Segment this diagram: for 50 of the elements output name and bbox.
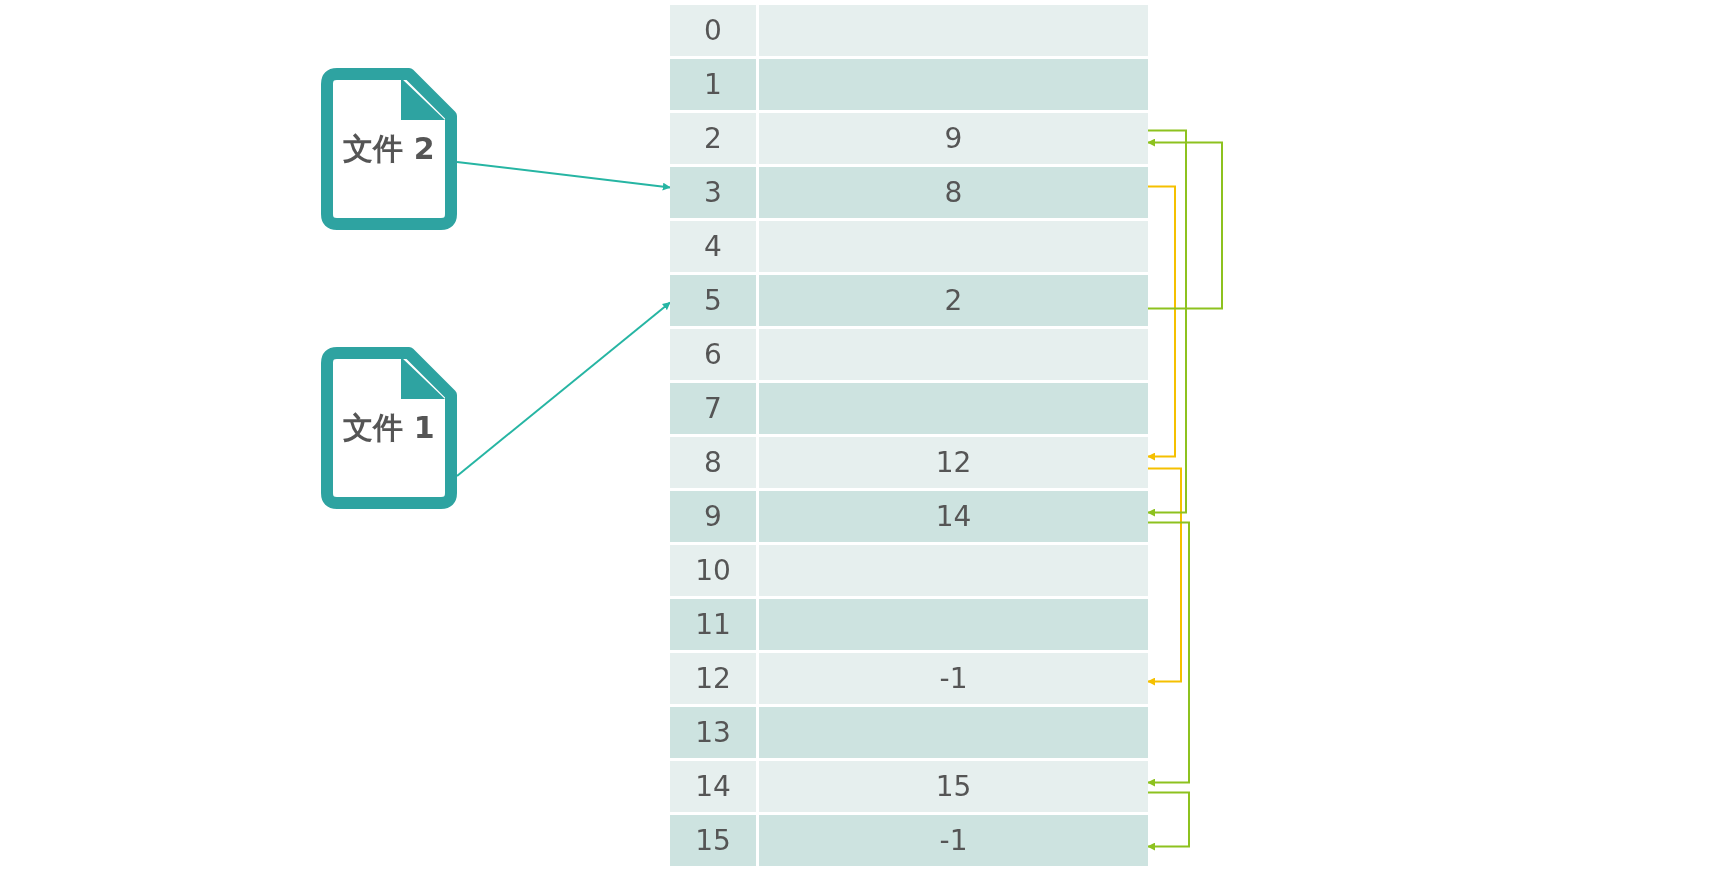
arrow <box>456 301 671 477</box>
cell-value: 9 <box>943 122 964 155</box>
table-row <box>670 545 1148 596</box>
row-index: 9 <box>670 491 759 542</box>
table-row <box>670 167 1148 218</box>
cell-value: 2 <box>943 284 964 317</box>
cell-value: -1 <box>938 662 969 695</box>
row-index: 2 <box>670 113 759 164</box>
table-row <box>670 491 1148 542</box>
arrow <box>1147 129 1187 517</box>
row-index: 14 <box>670 761 759 812</box>
row-index: 10 <box>670 545 759 596</box>
row-index: 3 <box>670 167 759 218</box>
table-row <box>670 59 1148 110</box>
table-row <box>670 707 1148 758</box>
row-index: 13 <box>670 707 759 758</box>
table-row <box>670 599 1148 650</box>
arrow <box>1147 467 1182 686</box>
row-index: 1 <box>670 59 759 110</box>
cell-value: 14 <box>934 500 973 533</box>
table-row <box>670 437 1148 488</box>
table-row <box>670 815 1148 866</box>
table-row <box>670 221 1148 272</box>
row-index: 5 <box>670 275 759 326</box>
row-index: 15 <box>670 815 759 866</box>
arrow <box>1147 521 1190 787</box>
row-index: 7 <box>670 383 759 434</box>
row-index: 4 <box>670 221 759 272</box>
cell-value: -1 <box>938 824 969 857</box>
table-row <box>670 329 1148 380</box>
table-row <box>670 275 1148 326</box>
table-row <box>670 5 1148 56</box>
table-row <box>670 383 1148 434</box>
cell-value: 8 <box>943 176 964 209</box>
row-index: 11 <box>670 599 759 650</box>
row-index: 6 <box>670 329 759 380</box>
file-label: 文件 2 <box>342 129 436 168</box>
row-index: 0 <box>670 5 759 56</box>
cell-value: 12 <box>934 446 973 479</box>
arrow <box>1147 185 1176 461</box>
table-row <box>670 113 1148 164</box>
table-row <box>670 761 1148 812</box>
cell-value: 15 <box>934 770 973 803</box>
table-row <box>670 653 1148 704</box>
arrow <box>1147 791 1190 851</box>
file-label: 文件 1 <box>342 408 436 447</box>
row-index: 12 <box>670 653 759 704</box>
arrow <box>456 161 671 191</box>
arrow <box>1147 138 1223 310</box>
row-index: 8 <box>670 437 759 488</box>
